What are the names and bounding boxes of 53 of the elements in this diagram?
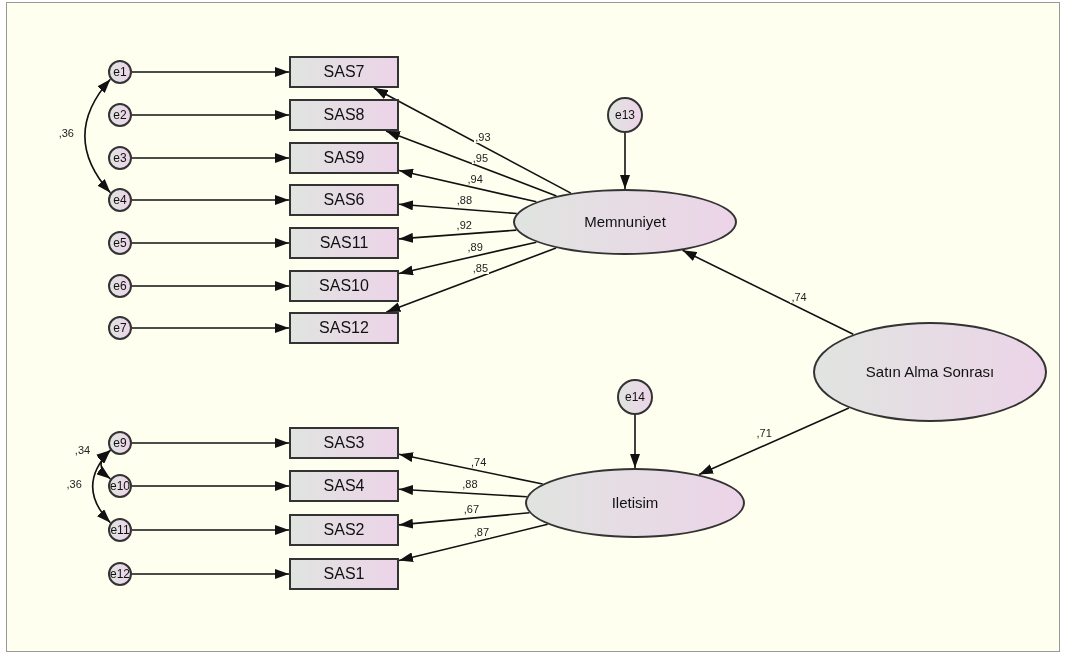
- path-arrow: [131, 238, 290, 248]
- edge-label: ,67: [462, 504, 480, 516]
- indicator-box: SAS9: [289, 142, 399, 174]
- path-arrow: [398, 241, 538, 276]
- indicator-box: SAS1: [289, 558, 399, 590]
- edge-label: ,88: [461, 479, 479, 491]
- edge-label: ,85: [471, 262, 489, 274]
- path-arrow: [373, 87, 572, 194]
- indicator-box: SAS8: [289, 99, 399, 131]
- path-arrow: [131, 281, 290, 291]
- edge-label: ,74: [470, 456, 488, 468]
- indicator-box: SAS6: [289, 184, 399, 216]
- path-arrow: [131, 67, 290, 77]
- edge-label: ,89: [466, 242, 484, 254]
- covariance-arrow: [84, 78, 112, 194]
- path-arrow: [398, 523, 549, 563]
- path-arrow: [131, 438, 290, 448]
- path-arrow: [131, 110, 290, 120]
- indicator-box: SAS3: [289, 427, 399, 459]
- indicator-box: SAS7: [289, 56, 399, 88]
- path-arrow: [398, 485, 528, 498]
- path-arrow: [681, 249, 855, 336]
- path-arrow: [398, 452, 544, 485]
- path-arrow: [131, 195, 290, 205]
- path-arrow: [398, 512, 531, 529]
- indicator-box: SAS12: [289, 312, 399, 344]
- edge-label: ,34: [73, 444, 92, 456]
- indicator-box: SAS4: [289, 470, 399, 502]
- edge-label: ,94: [466, 173, 484, 185]
- path-arrow: [131, 569, 290, 579]
- path-arrow: [398, 168, 538, 203]
- edge-label: ,92: [455, 220, 473, 232]
- edge-label: ,36: [65, 478, 83, 490]
- path-arrow: [698, 407, 850, 476]
- path-arrow: [630, 414, 640, 469]
- edge-label: ,95: [471, 152, 490, 164]
- edge-label: ,36: [57, 128, 75, 139]
- path-arrow: [131, 525, 290, 535]
- path-arrow: [131, 323, 290, 333]
- edge-label: ,93: [474, 131, 492, 143]
- indicator-box: SAS2: [289, 514, 399, 546]
- path-arrow: [131, 153, 290, 163]
- path-arrow: [385, 130, 558, 197]
- path-arrow: [620, 132, 630, 190]
- edge-label: ,74: [790, 292, 808, 304]
- indicator-box: SAS10: [289, 270, 399, 302]
- edge-label: ,88: [455, 195, 474, 207]
- edge-label: ,71: [755, 427, 773, 439]
- path-arrow: [398, 229, 518, 243]
- indicator-box: SAS11: [289, 227, 399, 259]
- path-arrow: [131, 481, 290, 491]
- path-arrow: [385, 247, 557, 313]
- edge-label: ,87: [472, 526, 491, 538]
